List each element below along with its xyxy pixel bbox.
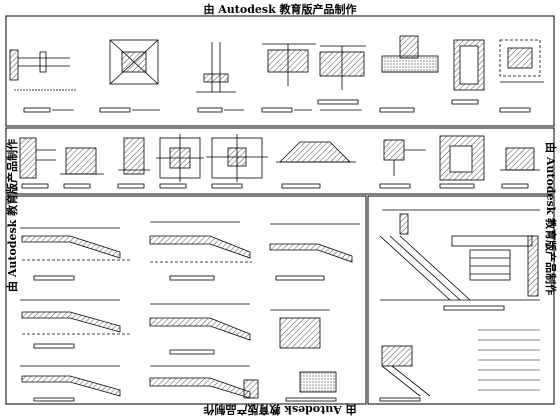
detail-top-1 — [9, 49, 76, 113]
bottom-left-frame — [5, 195, 367, 405]
stair-detail-large — [379, 209, 540, 311]
detail-mid-3 — [117, 137, 150, 189]
notes-table — [478, 329, 540, 391]
middle-row-frame — [5, 127, 555, 195]
stair-detail-small — [379, 345, 431, 402]
detail-top-5 — [317, 45, 366, 111]
detail-mid-7 — [379, 139, 426, 189]
detail-mid-9 — [500, 147, 540, 189]
detail-top-4 — [261, 43, 316, 113]
section-row-1 — [20, 221, 360, 281]
detail-top-2 — [99, 39, 160, 113]
detail-mid-2 — [60, 147, 104, 189]
detail-mid-8 — [439, 135, 485, 189]
detail-top-7 — [451, 39, 485, 105]
section-row-3 — [20, 365, 337, 402]
detail-mid-1 — [19, 137, 56, 189]
watermark-top: 由 Autodesk 教育版产品制作 — [203, 3, 357, 16]
detail-mid-5 — [206, 134, 268, 189]
bottom-right-frame — [367, 195, 555, 405]
top-row-frame — [5, 15, 555, 127]
detail-top-3 — [196, 42, 244, 113]
detail-top-6 — [379, 35, 439, 113]
detail-top-8 — [499, 39, 544, 113]
detail-mid-4 — [156, 134, 204, 189]
detail-mid-6 — [276, 141, 356, 189]
section-row-2 — [20, 299, 330, 355]
